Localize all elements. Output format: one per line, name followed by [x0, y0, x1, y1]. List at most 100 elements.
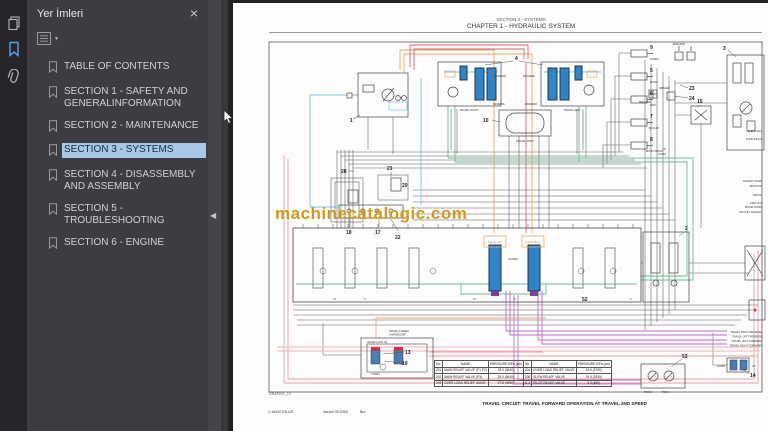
- travel-speed-solenoid-14: [726, 357, 750, 375]
- bookmark-label: SECTION 5 - TROUBLESHOOTING: [64, 202, 165, 227]
- callout-9: 9: [650, 45, 653, 51]
- bookmark-label: TABLE OF CONTENTS: [64, 61, 170, 72]
- label-nibbler: NIBBLER: [659, 87, 670, 90]
- slew-dozer-block: [726, 49, 765, 151]
- label-swivel-joint: SWIVEL JOINT: [516, 139, 534, 143]
- callout-23: 23: [689, 86, 695, 92]
- bookmark-item-section-2[interactable]: SECTION 2 - MAINTENANCE: [27, 119, 208, 137]
- left-toolbar-rail: [0, 0, 27, 431]
- cell: PILOT RELIEF VALVE: [531, 379, 577, 387]
- bookmark-label-selected: SECTION 3 - SYSTEMS: [62, 143, 206, 158]
- label-down-14: DOWN: [717, 365, 725, 368]
- label-23mpa: 23.0MPa: [508, 258, 518, 261]
- callout-21: 21: [387, 166, 393, 172]
- label-slew-left: SLEW LEFT: [748, 129, 763, 133]
- label-travel-left-reverse: TRAVEL LEFT REVERSE: [732, 335, 762, 339]
- viewport-top-gap: [233, 0, 768, 3]
- label-changeover-1: TRAVEL 2-SPEED: [389, 330, 409, 333]
- label-travel-left-forward: TRAVEL LEFT FORWARD: [731, 339, 762, 343]
- label-boom-down: BOOM DOWN: [745, 205, 762, 209]
- lever-lock-block: [360, 337, 434, 379]
- callout-19: 19: [402, 361, 408, 367]
- bookmark-icon: [48, 119, 62, 137]
- port-t1: T1: [629, 298, 632, 301]
- label-arm: ARM: [650, 104, 656, 107]
- watermark: machinecatalogic.com: [275, 204, 468, 223]
- port-p1: P1: [513, 298, 517, 301]
- document-page: SECTION 3 - SYSTEMS CHAPTER 1 - HYDRAULI…: [233, 3, 768, 431]
- label-travel-right-reverse: TRAVEL RIGHT REVERSE: [730, 330, 762, 334]
- bookmark-item-section-5[interactable]: SECTION 5 - TROUBLESHOOTING: [27, 202, 208, 229]
- bookmark-list: TABLE OF CONTENTS SECTION 1 - SAFETY AND…: [27, 60, 208, 260]
- cell: 203: [433, 379, 444, 387]
- graphic-id-label: GRAPHIC_13: [269, 392, 291, 396]
- callout-10: 10: [483, 118, 489, 124]
- swivel-joint: [491, 109, 552, 137]
- bookmark-label: SECTION 2 - MAINTENANCE: [64, 119, 199, 131]
- bookmarks-panel-header: Yer İmleri ×: [27, 0, 208, 28]
- table-row: 202 MAIN RELIEF VALVE (P3) 25.0 (3630) 2…: [433, 373, 612, 381]
- label-reverse-top: REVERSE: [523, 75, 535, 78]
- bookmark-item-section-6[interactable]: SECTION 6 - ENGINE: [27, 236, 208, 254]
- collapse-panel-arrow-icon[interactable]: ◀: [210, 211, 217, 220]
- callout-4: 4: [515, 56, 518, 62]
- hydraulic-schematic: 1 4 10 9 5 6 7 8 3 23 24 15 2 52 28 21 2…: [268, 41, 766, 394]
- relief-valve-table: No. NAME PRESSURE MPa (psi) No. NAME PRE…: [433, 360, 612, 387]
- breaker-nibbler-group: [648, 46, 696, 101]
- callout-2: 2: [685, 226, 688, 232]
- label-travel-left: TRAVEL LEFT: [564, 108, 581, 112]
- label-pilot-travel-left: TRAVEL LEFT: [488, 241, 503, 244]
- bookmark-item-section-4[interactable]: SECTION 4 - DISASSEMBLY AND ASSEMBLY: [27, 168, 208, 195]
- viewport-edge-strip: [221, 0, 228, 431]
- bookmark-icon: [48, 143, 62, 161]
- footer-rev: Bur: [360, 410, 366, 414]
- label-forward-top: FORWARD: [494, 75, 506, 78]
- pump-unit: [346, 72, 409, 120]
- page-thumbnails-icon[interactable]: [6, 15, 22, 31]
- table-row: 203 OVER LOAD RELIEF VALVE 27.5 (3990) t…: [433, 379, 612, 387]
- pilot-shuttle-group: [330, 170, 409, 232]
- options-list-icon: [37, 32, 51, 45]
- actuator-cylinders: [630, 49, 653, 150]
- bookmark-item-toc[interactable]: TABLE OF CONTENTS: [27, 60, 208, 78]
- label-bucket: BUCKET: [649, 127, 660, 130]
- label-boom: BOOM: [650, 81, 658, 84]
- callout-6: 6: [650, 91, 653, 97]
- bookmark-item-section-3[interactable]: SECTION 3 - SYSTEMS: [27, 143, 208, 161]
- callout-3: 3: [723, 46, 726, 52]
- bookmark-label: SECTION 4 - DISASSEMBLY AND ASSEMBLY: [64, 168, 196, 193]
- travel-motor-left: [540, 61, 605, 107]
- callout-20: 20: [402, 183, 408, 189]
- component-labels: TRAVEL RIGHT TRAVEL LEFT FORWARD REVERSE…: [333, 43, 762, 394]
- label-up: UP: [663, 148, 667, 151]
- bookmark-icon: [48, 60, 62, 78]
- page-header-chapter: CHAPTER 1 - HYDRAULIC SYSTEM: [466, 23, 576, 30]
- label-psv-b: PSV-B: [644, 391, 651, 394]
- callout-8: 8: [650, 137, 653, 143]
- port-p2: P2: [473, 298, 477, 301]
- panel-resize-gutter[interactable]: ◀: [208, 0, 221, 431]
- callout-17: 17: [375, 230, 381, 236]
- close-panel-button[interactable]: ×: [189, 5, 198, 21]
- label-bucket-dump: BUCKET DUMP: [743, 179, 762, 183]
- label-35mpa: 3.5MPa: [371, 372, 380, 376]
- bookmark-options-button[interactable]: ▼: [37, 32, 59, 45]
- label-up-14: UP: [752, 365, 756, 368]
- callout-18: 18: [346, 230, 352, 236]
- label-down: DOWN: [658, 153, 666, 156]
- psv-block: [640, 358, 686, 389]
- bookmarks-panel: Yer İmleri × ▼ TABLE OF CONTENTS SECTION…: [27, 0, 208, 431]
- right-pilot-blocks: [744, 245, 766, 321]
- label-breaker-2: BREAKER: [639, 101, 651, 104]
- bookmark-icon: [48, 168, 62, 186]
- attachments-icon[interactable]: [6, 68, 22, 85]
- panel-title: Yer İmleri: [37, 8, 84, 20]
- bookmark-item-section-1[interactable]: SECTION 1 - SAFETY AND GENERALINFORMATIO…: [27, 85, 208, 112]
- label-forward-bottom: FORWARD: [525, 103, 537, 106]
- bookmark-icon: [48, 202, 62, 220]
- bookmark-label: SECTION 6 - ENGINE: [64, 236, 165, 248]
- callout-14: 14: [750, 373, 756, 379]
- main-control-valve-bank: [292, 227, 642, 303]
- label-travel-right-forward: TRAVEL RIGHT FORWARD: [729, 344, 762, 348]
- bookmarks-icon[interactable]: [6, 41, 22, 58]
